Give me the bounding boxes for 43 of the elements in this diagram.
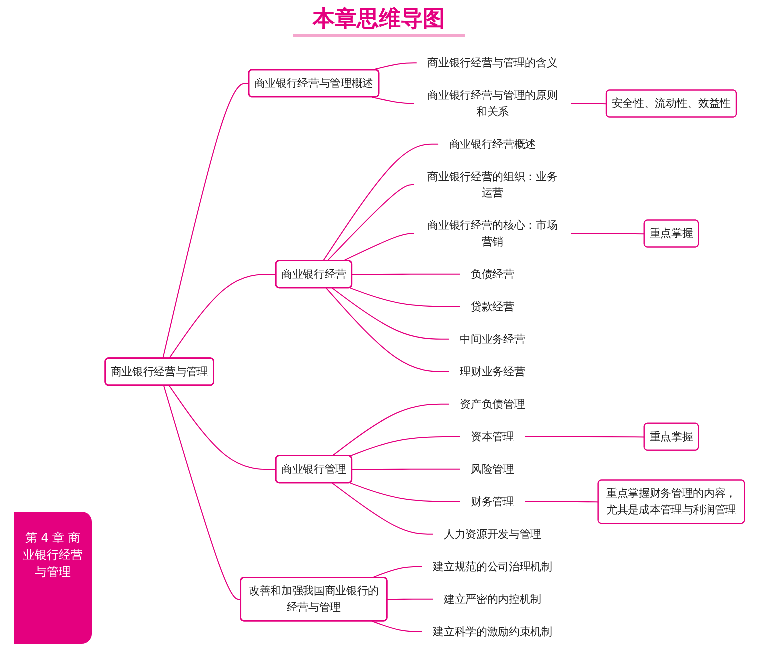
- connector: [387, 598, 434, 600]
- connector: [162, 83, 250, 359]
- connector: [372, 566, 422, 579]
- connector: [350, 436, 460, 457]
- node-text: 财务管理: [471, 495, 514, 508]
- connector: [332, 288, 450, 340]
- node-text: 贷款经营: [471, 300, 514, 313]
- connector: [342, 233, 414, 262]
- node-text: 商业银行经营与管理的原则和关系: [428, 88, 558, 118]
- connector: [332, 482, 434, 535]
- connector: [163, 386, 242, 600]
- connector: [332, 404, 450, 457]
- connector: [350, 288, 460, 308]
- connector: [571, 103, 607, 105]
- node-text: 建立规范的公司治理机制: [433, 560, 552, 573]
- connector: [352, 274, 460, 276]
- connector: [326, 288, 450, 372]
- page-title: 本章思维导图: [293, 4, 465, 37]
- node-text: 商业银行经营的组织：业务运营: [428, 170, 558, 200]
- node-text: 商业银行经营的核心：市场营销: [428, 218, 558, 248]
- node-text: 建立严密的内控机制: [444, 592, 542, 606]
- connector: [525, 436, 645, 438]
- node-text: 资产负债管理: [460, 398, 526, 410]
- connector: [168, 274, 276, 359]
- node-text: 中间业务经营: [460, 332, 526, 346]
- connector: [322, 144, 439, 262]
- chapter-label: 第 4 章 商业银行经营与管理: [22, 530, 84, 581]
- connector: [525, 501, 599, 503]
- node-text: 资本管理: [471, 430, 514, 443]
- node-text: 人力资源开发与管理: [444, 528, 542, 540]
- connector: [168, 385, 276, 470]
- node-text: 风险管理: [471, 462, 514, 476]
- node-text: 商业银行经营概述: [449, 138, 536, 150]
- node-text: 负债经营: [471, 268, 514, 280]
- connector: [571, 233, 645, 235]
- connector: [350, 482, 460, 502]
- connector: [327, 184, 414, 262]
- connector: [372, 96, 414, 104]
- connector: [372, 620, 422, 632]
- node-text: 建立科学的激励约束机制: [433, 625, 552, 638]
- node-text: 理财业务经营: [460, 365, 526, 378]
- connector: [352, 468, 460, 470]
- node-text: 商业银行经营与管理的含义: [428, 56, 558, 70]
